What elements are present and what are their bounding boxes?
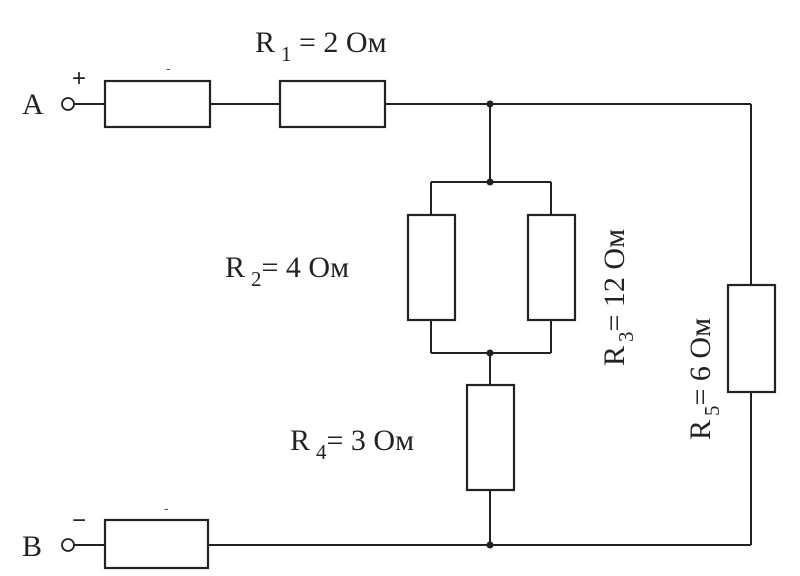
junction-top-right — [486, 100, 494, 108]
wires — [74, 103, 752, 546]
label-r1-index: 1 — [281, 42, 292, 66]
terminal-b-label: B — [22, 530, 42, 563]
junction-parallel-top — [486, 178, 494, 186]
resistor-r5 — [726, 283, 777, 394]
terminal-a-circle — [61, 97, 75, 111]
resistor-r4 — [465, 383, 516, 492]
resistor-r2 — [406, 213, 457, 322]
label-r1-letter: R — [255, 26, 275, 59]
resistor-r3 — [526, 213, 577, 322]
source-mark-bottom: - — [164, 500, 169, 516]
label-r5-group: R 5= 6 Ом — [684, 318, 724, 440]
label-r2-letter: R — [225, 251, 245, 284]
terminal-a-polarity: + — [72, 65, 86, 92]
label-r4-index: 4 — [316, 440, 327, 464]
terminal-a-label: A — [22, 88, 44, 121]
source-element-bottom — [103, 518, 210, 570]
label-r4-value: = 3 Ом — [327, 424, 415, 457]
source-element-top — [103, 79, 212, 129]
resistor-r1 — [278, 79, 387, 129]
label-r3-group: R 3= 12 Ом — [598, 229, 638, 366]
label-r4-letter: R — [290, 424, 310, 457]
source-mark-top: - — [166, 60, 171, 76]
junction-bottom — [486, 541, 494, 549]
label-r5: R 5= 6 Ом — [684, 318, 724, 440]
label-r1-value: = 2 Ом — [292, 26, 387, 59]
label-r5-index: 5 — [700, 405, 724, 416]
label-r2-value: = 4 Ом — [262, 251, 350, 284]
label-r3-index: 3 — [614, 331, 638, 342]
terminal-b-polarity: − — [72, 507, 86, 534]
label-r5-value: = 6 Ом — [684, 318, 717, 406]
junctions — [486, 100, 494, 549]
terminal-b-circle — [61, 538, 75, 552]
label-r2-index: 2 — [251, 267, 262, 291]
junction-parallel-bottom — [486, 349, 494, 357]
label-r3: R 3= 12 Ом — [598, 229, 638, 366]
label-r5-letter: R — [684, 420, 717, 440]
label-r3-letter: R — [598, 346, 631, 366]
label-r3-value: = 12 Ом — [598, 229, 631, 332]
